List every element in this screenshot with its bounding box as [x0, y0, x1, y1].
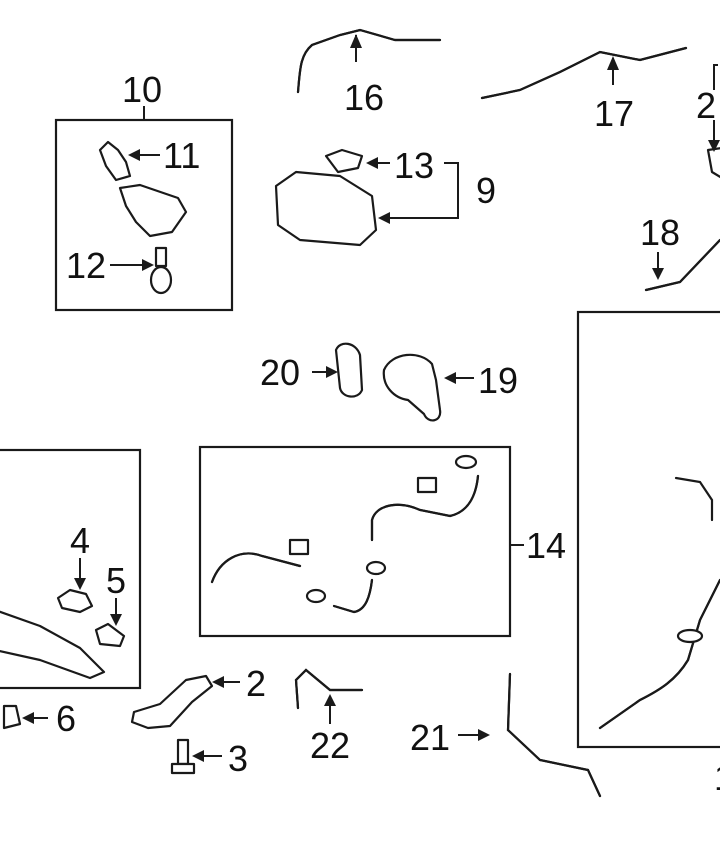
callout-18: 18 — [640, 212, 680, 253]
callout-21: 21 — [410, 717, 450, 758]
part-left-pipe — [0, 610, 106, 680]
callout-6: 6 — [56, 698, 76, 739]
callout-22: 22 — [310, 725, 350, 766]
callout-5: 5 — [106, 560, 126, 601]
part-5 — [94, 622, 126, 648]
part-19-housing — [382, 353, 442, 422]
part-bracket — [118, 183, 188, 238]
part-12-bolt — [154, 246, 168, 268]
part-13-cap — [324, 148, 364, 174]
callout-3: 3 — [228, 738, 248, 779]
callout-14: 14 — [526, 525, 566, 566]
part-6 — [2, 704, 22, 730]
callout-right-partial: 2 — [696, 85, 716, 126]
part-21-pipe — [506, 672, 602, 798]
group-box-right — [576, 310, 720, 749]
part-3-bolt — [176, 738, 190, 766]
callout-1: 1 — [714, 757, 720, 798]
part-14-hose-a — [210, 552, 302, 584]
part-1-hose — [598, 578, 720, 730]
group-box-14 — [198, 445, 512, 638]
callout-2: 2 — [246, 663, 266, 704]
part-9-reservoir — [274, 170, 378, 247]
callout-19: 19 — [478, 360, 518, 401]
part-20-gasket — [334, 342, 364, 398]
leader-right-partial — [713, 64, 718, 90]
callout-13: 13 — [394, 145, 434, 186]
part-17-pipe — [480, 46, 688, 100]
callout-10: 10 — [122, 69, 162, 110]
part-right-top — [706, 147, 720, 179]
group-box-left — [0, 448, 142, 690]
callout-9: 9 — [476, 170, 496, 211]
callout-11: 11 — [163, 135, 200, 176]
part-16-pipe — [296, 28, 442, 94]
part-2-bracket — [130, 674, 214, 730]
callout-12: 12 — [66, 245, 106, 286]
part-4 — [56, 588, 94, 614]
callout-17: 17 — [594, 93, 634, 134]
clamp — [288, 538, 310, 556]
callout-20: 20 — [260, 352, 300, 393]
callout-4: 4 — [70, 520, 90, 561]
part-11-clip — [98, 140, 132, 182]
callout-16: 16 — [344, 77, 384, 118]
